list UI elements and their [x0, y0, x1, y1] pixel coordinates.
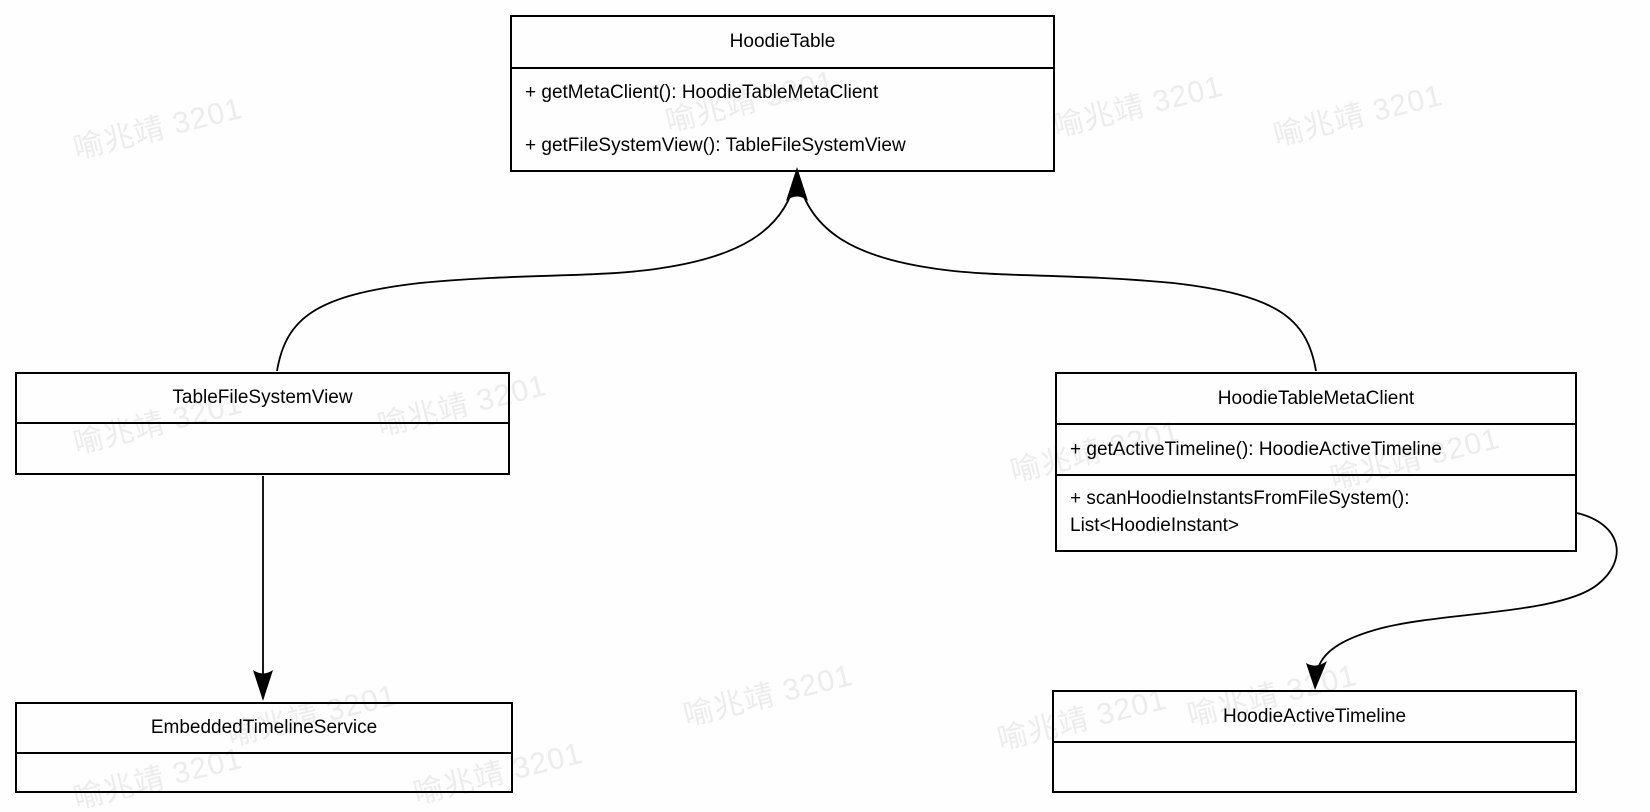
- class-title-tablefilesystemview: TableFileSystemView: [17, 374, 508, 424]
- method-getfilesystemview: + getFileSystemView(): TableFileSystemVi…: [525, 135, 906, 156]
- class-title-hoodietablemetaclient: HoodieTableMetaClient: [1057, 374, 1575, 425]
- class-title-hoodieactivetimeline: HoodieActiveTimeline: [1054, 692, 1575, 743]
- class-box-hoodietable: HoodieTable + getMetaClient(): HoodieTab…: [510, 15, 1055, 172]
- method-getmetaclient: + getMetaClient(): HoodieTableMetaClient: [525, 82, 879, 103]
- class-title-hoodietable: HoodieTable: [512, 17, 1053, 69]
- watermark-text: 喻兆靖 3201: [1050, 69, 1227, 144]
- method-scanhoodieinstants: + scanHoodieInstantsFromFileSystem(): Li…: [1070, 488, 1410, 536]
- method-getactivetimeline: + getActiveTimeline(): HoodieActiveTimel…: [1057, 425, 1575, 476]
- class-title-embeddedtimelineservice: EmbeddedTimelineService: [17, 704, 511, 754]
- class-empty-section: [17, 754, 511, 791]
- class-box-hoodietablemetaclient: HoodieTableMetaClient + getActiveTimelin…: [1055, 372, 1577, 552]
- class-box-embeddedtimelineservice: EmbeddedTimelineService: [15, 702, 513, 793]
- watermark-text: 喻兆靖 3201: [680, 658, 857, 733]
- class-empty-section: [1054, 743, 1575, 791]
- class-box-tablefilesystemview: TableFileSystemView: [15, 372, 510, 475]
- class-empty-section: [17, 424, 508, 473]
- watermark-text: 喻兆靖 3201: [70, 91, 247, 166]
- class-box-hoodieactivetimeline: HoodieActiveTimeline: [1052, 690, 1577, 793]
- watermark-text: 喻兆靖 3201: [1270, 78, 1447, 153]
- class-methods-hoodietable: + getMetaClient(): HoodieTableMetaClient…: [512, 69, 1053, 170]
